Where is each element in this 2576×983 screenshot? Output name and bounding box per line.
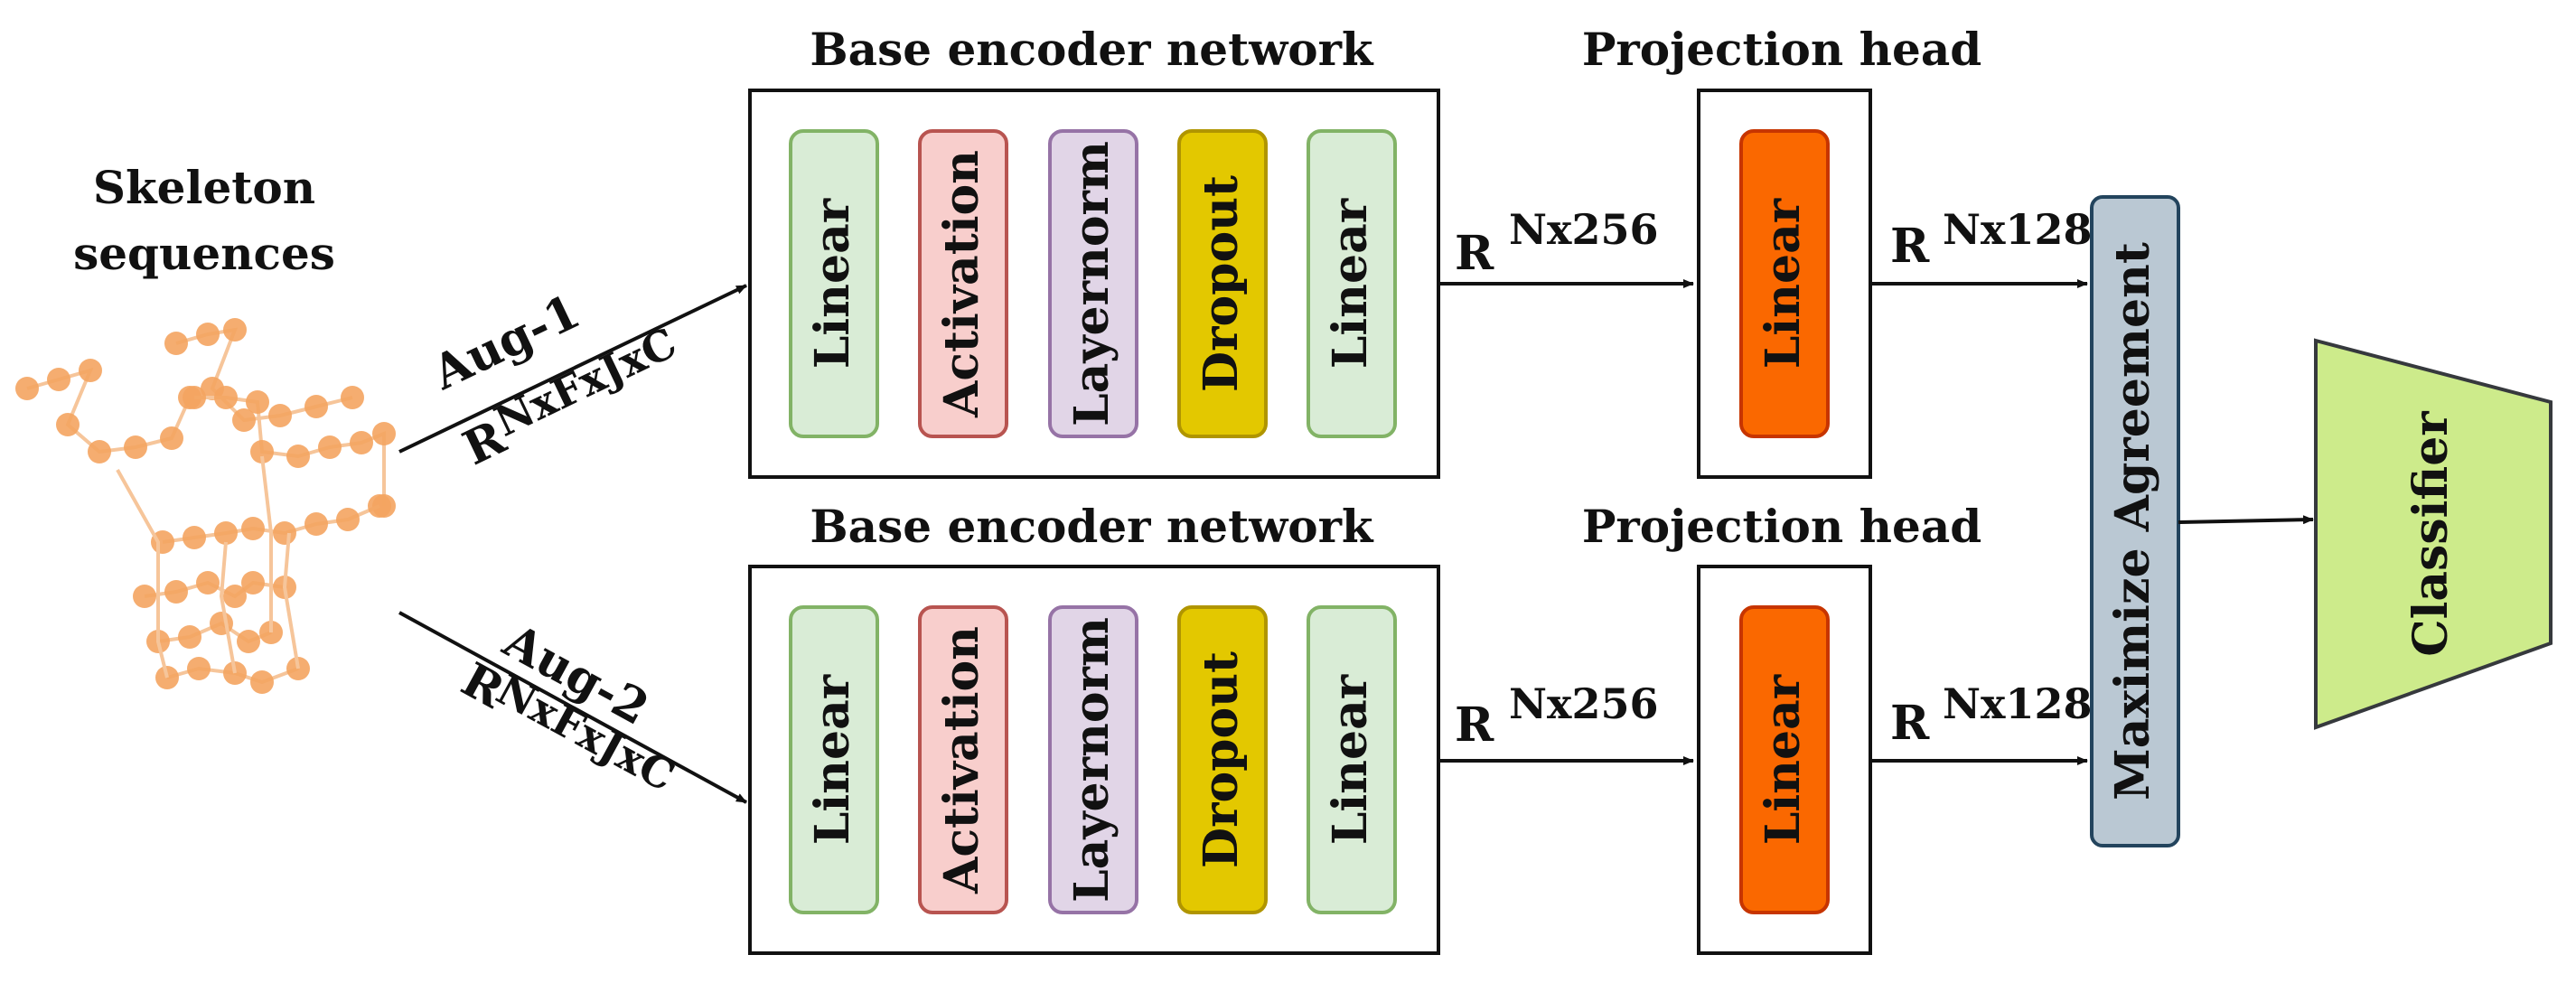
skeleton-joint xyxy=(164,332,188,355)
skeleton-joint xyxy=(223,585,247,608)
aug2-annotation: Aug-2 R NxFxJxC xyxy=(453,613,683,800)
skeleton-joint xyxy=(210,612,233,635)
skeleton-joint xyxy=(241,571,265,594)
projection-top-out-sup: Nx128 xyxy=(1943,205,2093,254)
encoder-bottom-title: Base encoder network xyxy=(810,500,1374,553)
skeleton-joint xyxy=(336,508,360,531)
encoder-bottom-out-sup: Nx256 xyxy=(1509,679,1659,728)
skeleton-joint xyxy=(350,431,373,454)
projection-top-linear-block xyxy=(1739,129,1830,438)
skeleton-joint xyxy=(341,386,364,409)
skeleton-joint xyxy=(79,359,102,382)
aug1-annotation: Aug-1 R NxFxJxC xyxy=(424,284,684,476)
skeleton-joint xyxy=(183,386,206,409)
encoder-top-block-3-label: Layernorm xyxy=(1064,141,1119,426)
encoder-top-title: Base encoder network xyxy=(810,23,1374,76)
projection-bottom-out-sup: Nx128 xyxy=(1943,679,2093,728)
agreement-output-arrow xyxy=(2178,515,2314,525)
skeleton-joint xyxy=(318,435,342,459)
projection-bottom-title: Projection head xyxy=(1582,500,1981,553)
encoder-top-block-4 xyxy=(1177,129,1268,438)
encoder-top-out-sup: Nx256 xyxy=(1509,205,1659,254)
skeleton-joint xyxy=(164,580,188,604)
skeleton-joint xyxy=(372,422,396,445)
encoder-bottom-block-1 xyxy=(789,605,879,914)
encoder-bottom-block-3 xyxy=(1048,605,1138,914)
encoder-top-block-2 xyxy=(918,129,1008,438)
encoder-bottom-block-5 xyxy=(1307,605,1397,914)
skeleton-joint xyxy=(250,440,274,463)
skeleton-joint xyxy=(56,413,80,436)
input-label-line2: sequences xyxy=(73,227,335,280)
skeleton-joint xyxy=(246,390,269,414)
projection-top-linear-label: Linear xyxy=(1756,198,1811,369)
skeleton-joint xyxy=(304,512,328,536)
skeleton-joint xyxy=(196,323,220,346)
skeleton-bone xyxy=(282,532,300,669)
encoder-bottom-out-base: R xyxy=(1455,697,1494,753)
skeleton-joint xyxy=(187,657,211,680)
encoder-top-block-5-label: Linear xyxy=(1323,198,1378,369)
projection-bottom-linear-block xyxy=(1739,605,1830,914)
skeleton-joint xyxy=(196,571,220,594)
encoder-top-block-3 xyxy=(1048,129,1138,438)
skeleton-joint xyxy=(160,426,183,450)
skeleton-joint xyxy=(124,435,147,459)
projection-bottom-linear-label: Linear xyxy=(1756,674,1811,845)
encoder-bottom-block-3-label: Layernorm xyxy=(1064,617,1119,903)
input-label-line1: Skeleton xyxy=(93,161,315,214)
aug2-arrow xyxy=(398,611,747,804)
encoder-bottom-block-2-label: Activation xyxy=(934,626,989,894)
skeleton-bone xyxy=(219,541,237,674)
projection-top-title: Projection head xyxy=(1582,23,1981,76)
encoder-bottom-block-4-label: Dropout xyxy=(1194,651,1249,868)
skeleton-joint xyxy=(47,368,70,391)
encoder-top-block-2-label: Activation xyxy=(934,150,989,418)
skeleton-joint xyxy=(241,517,265,540)
skeleton-joint xyxy=(88,440,111,463)
encoder-bottom-block-1-label: Linear xyxy=(805,674,860,845)
classifier-block xyxy=(2314,338,2553,730)
skeleton-joint xyxy=(237,630,260,653)
skeleton-joint xyxy=(304,395,328,418)
skeleton-joint xyxy=(268,404,292,427)
skeleton-joint xyxy=(15,377,39,400)
projection-bottom-out-base: R xyxy=(1890,696,1930,751)
skeleton-bone xyxy=(260,455,273,632)
skeleton-joint xyxy=(286,445,310,468)
encoder-bottom-block-4 xyxy=(1177,605,1268,914)
encoder-top-block-4-label: Dropout xyxy=(1194,175,1249,392)
projection-top-out-base: R xyxy=(1890,219,1930,274)
aug1-arrow xyxy=(398,284,747,454)
maximize-agreement-label: Maximize Agreement xyxy=(2105,242,2160,800)
skeleton-sequences-icon xyxy=(15,318,396,694)
encoder-top-block-5 xyxy=(1307,129,1397,438)
skeleton-bone xyxy=(116,469,169,679)
skeleton-joint xyxy=(223,318,247,342)
encoder-bottom-block-5-label: Linear xyxy=(1323,674,1378,845)
skeleton-joint xyxy=(214,386,238,409)
skeleton-joint xyxy=(250,670,274,694)
classifier-label: Classifier xyxy=(2403,411,2459,657)
skeleton-joint xyxy=(178,625,201,649)
encoder-top-block-1 xyxy=(789,129,879,438)
skeleton-joint xyxy=(183,526,206,549)
skeleton-joint xyxy=(232,408,256,432)
skeleton-joint xyxy=(133,585,156,608)
skeleton-joint xyxy=(214,521,238,545)
skeleton-joint xyxy=(273,521,296,545)
encoder-top-out-base: R xyxy=(1455,226,1494,281)
encoder-top-block-1-label: Linear xyxy=(805,198,860,369)
encoder-bottom-block-2 xyxy=(918,605,1008,914)
skeleton-joint xyxy=(368,494,391,518)
